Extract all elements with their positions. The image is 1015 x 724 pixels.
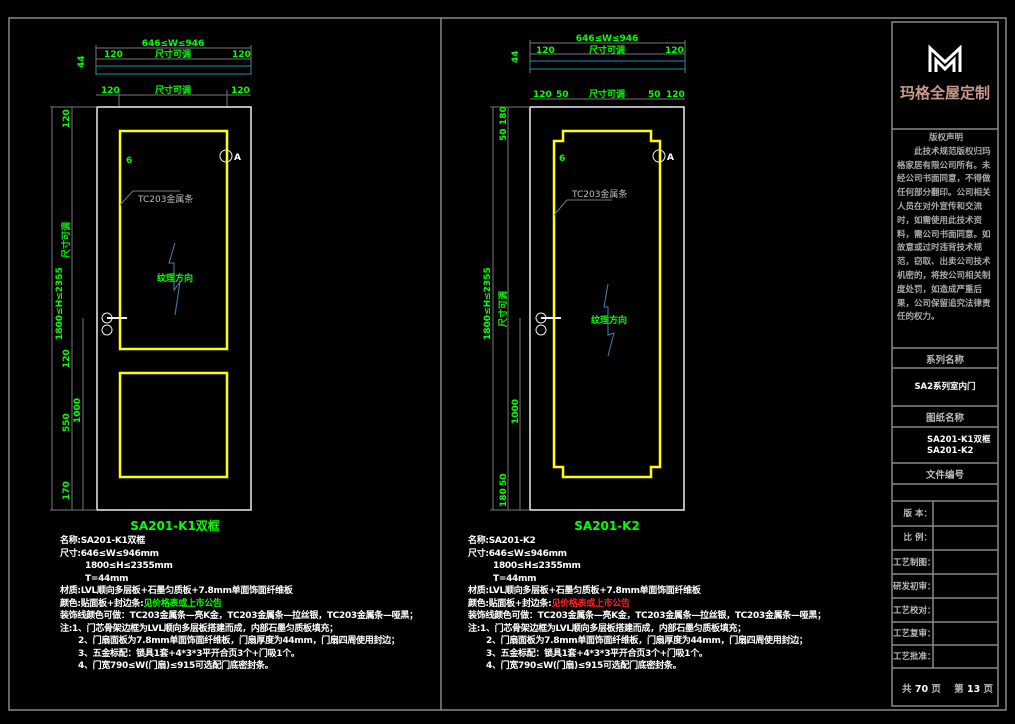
title-block-frame [891,21,999,707]
svg-text:120: 120 [101,86,120,96]
title-block-grid [892,128,998,669]
svg-text:44: 44 [77,55,87,68]
svg-text:玛格全屋定制: 玛格全屋定制 [900,84,990,102]
door-k1-drawing: 646≤W≤946 120 尺寸可调 120 44 120 尺寸可调 120 A… [50,39,252,533]
lower-panel-frame [118,371,229,479]
svg-text:120: 120 [62,349,72,368]
svg-text:1800≤H≤2355: 1800≤H≤2355 [55,267,65,340]
drawing-value: SA201-K1双框 [927,435,991,445]
svg-text:TC203金属条: TC203金属条 [137,193,193,205]
drafting-label: 工艺制图： [893,558,936,568]
svg-text:120: 120 [231,86,250,96]
svg-text:120: 120 [665,46,684,56]
series-label: 系列名称 [925,355,964,366]
door-handle-icon [101,312,127,336]
svg-text:纹理方向: 纹理方向 [591,314,627,326]
svg-text:尺寸可调: 尺寸可调 [589,88,625,100]
approval-label: 工艺批准： [893,652,936,662]
brand-logo: 玛格全屋定制 [900,44,990,102]
svg-text:170: 170 [62,481,72,500]
svg-text:120: 120 [104,50,123,60]
recheck-label: 工艺复审： [893,629,936,639]
svg-text:尺寸可调: 尺寸可调 [155,48,191,60]
door-title: SA201-K2 [574,519,640,533]
svg-text:纹理方向: 纹理方向 [157,272,193,284]
version-label: 版 本： [903,509,932,519]
drawing-label: 图纸名称 [925,413,964,424]
svg-text:尺寸可调: 尺寸可调 [497,291,509,327]
svg-text:120: 120 [232,50,251,60]
door-title: SA201-K1双框 [130,518,220,533]
svg-text:550: 550 [62,413,72,432]
door-strip-plan [95,65,252,75]
panel-frame [552,129,662,479]
svg-text:50: 50 [499,473,509,486]
door-handle-icon [535,312,561,336]
detail-marker-icon [219,149,233,163]
scale-label: 比 例： [903,533,932,543]
upper-panel-frame [118,129,229,351]
svg-text:6: 6 [559,154,565,164]
svg-text:646≤W≤946: 646≤W≤946 [576,34,639,44]
page-count: 共 70 页 第 13 页 [902,684,994,695]
svg-text:120: 120 [533,90,552,100]
svg-text:50: 50 [556,90,569,100]
svg-text:A: A [234,153,241,163]
series-value: SA2系列室内门 [914,382,976,392]
grain-direction-icon [603,283,615,357]
outer-frame [8,17,1007,711]
detail-marker-icon [652,149,666,163]
svg-text:180: 180 [499,488,509,507]
svg-text:1000: 1000 [511,399,521,424]
svg-text:120: 120 [62,109,72,128]
grain-direction-icon [168,242,181,316]
svg-text:1800≤H≤2355: 1800≤H≤2355 [483,267,493,340]
svg-text:A: A [667,153,674,163]
svg-text:44: 44 [511,50,521,63]
copyright-notice: 版权声明 此技术规范版权归玛格家居有限公司所有。未经公司书面同意，不得做任何部分… [897,133,991,323]
svg-text:120: 120 [536,46,555,56]
svg-text:6: 6 [126,156,132,166]
drawing-value: SA201-K2 [927,446,974,456]
svg-text:尺寸可调: 尺寸可调 [589,44,625,56]
width-range-label: 646≤W≤946 [142,39,205,49]
svg-text:TC203金属条: TC203金属条 [571,188,627,200]
svg-text:50: 50 [648,90,661,100]
door-k2-drawing: 646≤W≤946 120 尺寸可调 120 44 120 50 尺寸可调 50… [483,34,686,533]
svg-text:50: 50 [499,128,509,141]
door-leaf [96,106,252,511]
svg-text:1000: 1000 [73,398,83,423]
file-number-label: 文件编号 [925,470,964,481]
rd-review-label: 研发初审： [893,582,936,592]
svg-text:120: 120 [666,90,685,100]
svg-text:尺寸可调: 尺寸可调 [155,84,191,96]
svg-text:180: 180 [499,106,509,125]
proofread-label: 工艺校对： [893,606,936,616]
door-leaf [529,106,685,511]
svg-text:尺寸可调: 尺寸可调 [60,222,72,258]
